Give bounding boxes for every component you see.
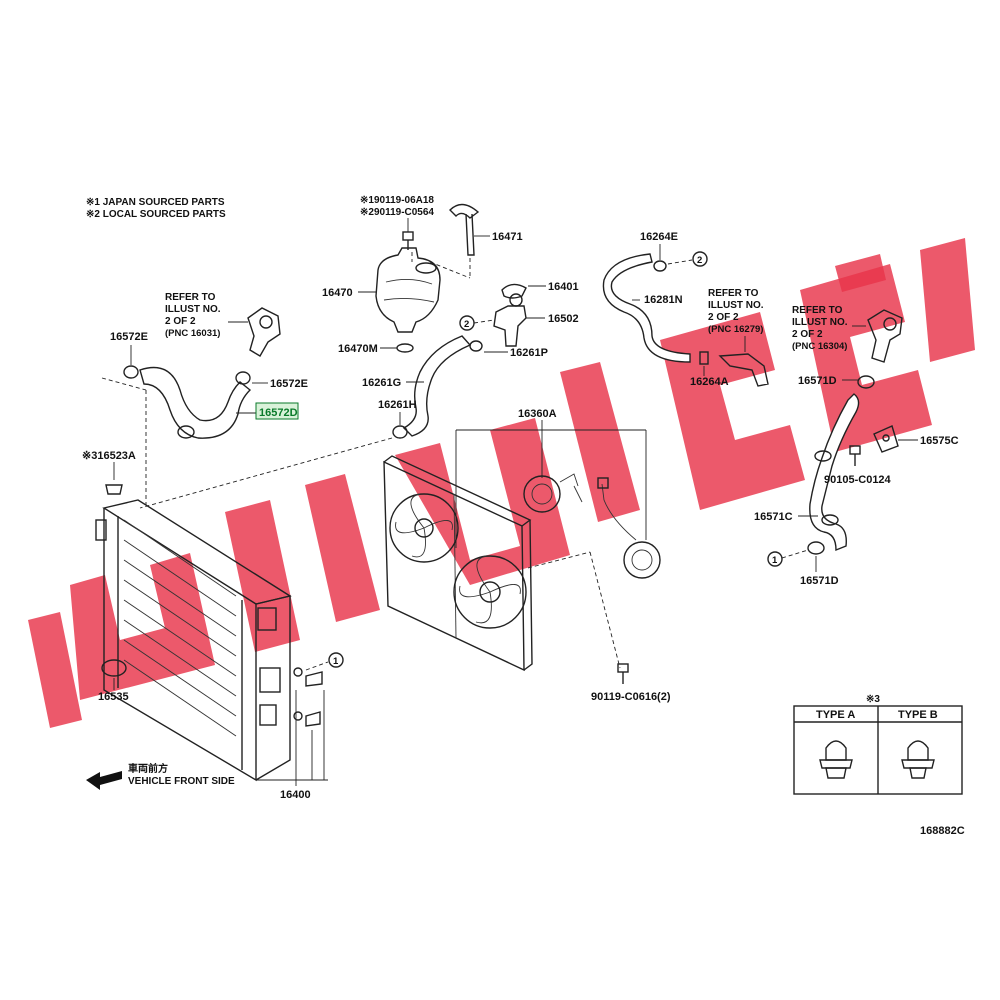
hose-16281N <box>602 253 691 363</box>
label-16572E-left: 16572E <box>110 331 148 343</box>
coolant-reservoir <box>375 247 441 333</box>
refer-right-3: 2 OF 2 <box>792 329 823 340</box>
bolt-90119 <box>617 663 629 684</box>
label-16470: 16470 <box>322 287 353 299</box>
cap-16470M <box>396 343 414 353</box>
outlet-16502 <box>493 293 527 347</box>
label-16470M: 16470M <box>338 343 378 355</box>
label-16360A: 16360A <box>518 408 557 420</box>
refer-right-1: REFER TO <box>792 305 843 316</box>
clamp-16572E-right <box>235 371 251 385</box>
drain-plug-16535 <box>101 659 127 677</box>
pipe-fitting <box>718 353 769 387</box>
callout-circle-2-top <box>692 251 708 267</box>
vehicle-front-en: VEHICLE FRONT SIDE <box>128 776 235 787</box>
refer-mid-1: REFER TO <box>708 288 759 299</box>
clamp-16571D-bottom <box>807 541 825 555</box>
fan-shroud <box>383 455 533 672</box>
radiator-cap-16523A <box>105 484 123 495</box>
label-90119-C0616: 90119-C0616(2) <box>591 691 671 703</box>
label-16572D-highlighted: 16572D <box>259 407 298 419</box>
refer-mid-2: ILLUST NO. <box>708 300 764 311</box>
bolt-note-2: ※290119-C0564 <box>360 207 434 218</box>
hose-16572D <box>139 366 252 439</box>
label-16401: 16401 <box>548 281 579 293</box>
callout-circle-1-radiator <box>328 652 344 668</box>
legend-type-b: TYPE B <box>898 709 938 721</box>
callout-circle-1-right <box>767 551 783 567</box>
fan-motor-lower <box>597 477 661 579</box>
refer-mid-3: 2 OF 2 <box>708 312 739 323</box>
callout-2-top: 2 <box>697 255 702 266</box>
legend-type-a: TYPE A <box>816 709 855 721</box>
clamp-16264A <box>699 351 709 365</box>
note-local-sourced: ※2 LOCAL SOURCED PARTS <box>86 209 226 220</box>
bolt-note-1: ※190119-06A18 <box>360 195 434 206</box>
note-japan-sourced: ※1 JAPAN SOURCED PARTS <box>86 197 225 208</box>
clamp-16571D-top <box>857 375 875 389</box>
label-90105-C0124: 90105-C0124 <box>824 474 892 486</box>
clamp-16261P <box>469 340 483 352</box>
bracket-16575C <box>873 425 899 453</box>
label-16571D-bottom: 16571D <box>800 575 839 587</box>
refer-left-2: ILLUST NO. <box>165 304 221 315</box>
hose-16571C <box>809 393 860 552</box>
label-16502: 16502 <box>548 313 579 325</box>
clamp-16261H <box>392 425 408 439</box>
cap-16401 <box>501 283 527 299</box>
label-16575C: 16575C <box>920 435 959 447</box>
label-16571D-top: 16571D <box>798 375 837 387</box>
label-16571C: 16571C <box>754 511 793 523</box>
highlight-box <box>255 402 299 420</box>
thermostat-housing <box>247 307 281 357</box>
refer-left-1: REFER TO <box>165 292 216 303</box>
vehicle-front-jp: 車両前方 <box>128 762 168 775</box>
bolt-90105 <box>849 445 861 466</box>
cap-type-b-icon <box>901 740 935 779</box>
label-16572E-right: 16572E <box>270 378 308 390</box>
callout-2-left: 2 <box>464 319 469 330</box>
legend-mark: ※3 <box>866 694 880 705</box>
label-16471: 16471 <box>492 231 523 243</box>
water-inlet <box>867 309 903 363</box>
radiator-16400 <box>95 499 292 782</box>
label-16261P: 16261P <box>510 347 548 359</box>
label-16261G: 16261G <box>362 377 401 389</box>
label-16264A: 16264A <box>690 376 729 388</box>
refer-right-2: ILLUST NO. <box>792 317 848 328</box>
refer-right-4: (PNC 16304) <box>792 341 847 352</box>
refer-left-4: (PNC 16031) <box>165 328 220 339</box>
refer-mid-4: (PNC 16279) <box>708 324 763 335</box>
radiator-fittings <box>293 667 323 727</box>
vehicle-front-arrow-icon <box>86 771 122 790</box>
watermark-logo <box>28 238 975 728</box>
clamp-16572E-left <box>123 365 139 379</box>
callout-1-right: 1 <box>772 555 778 566</box>
hose-16471 <box>449 203 480 256</box>
label-16523A: ※316523A <box>82 450 136 462</box>
label-16261H: 16261H <box>378 399 417 411</box>
clamp-16264E <box>653 260 667 272</box>
label-16400: 16400 <box>280 789 311 801</box>
hose-16261G <box>402 335 472 437</box>
legend-table <box>793 705 963 795</box>
diagram-id: 168882C <box>920 825 965 837</box>
callout-1-radiator: 1 <box>333 656 339 667</box>
fan-motor-upper <box>523 473 583 513</box>
label-16281N: 16281N <box>644 294 683 306</box>
label-16535: 16535 <box>98 691 129 703</box>
cap-type-a-icon <box>819 740 853 779</box>
refer-left-3: 2 OF 2 <box>165 316 196 327</box>
label-16264E: 16264E <box>640 231 678 243</box>
